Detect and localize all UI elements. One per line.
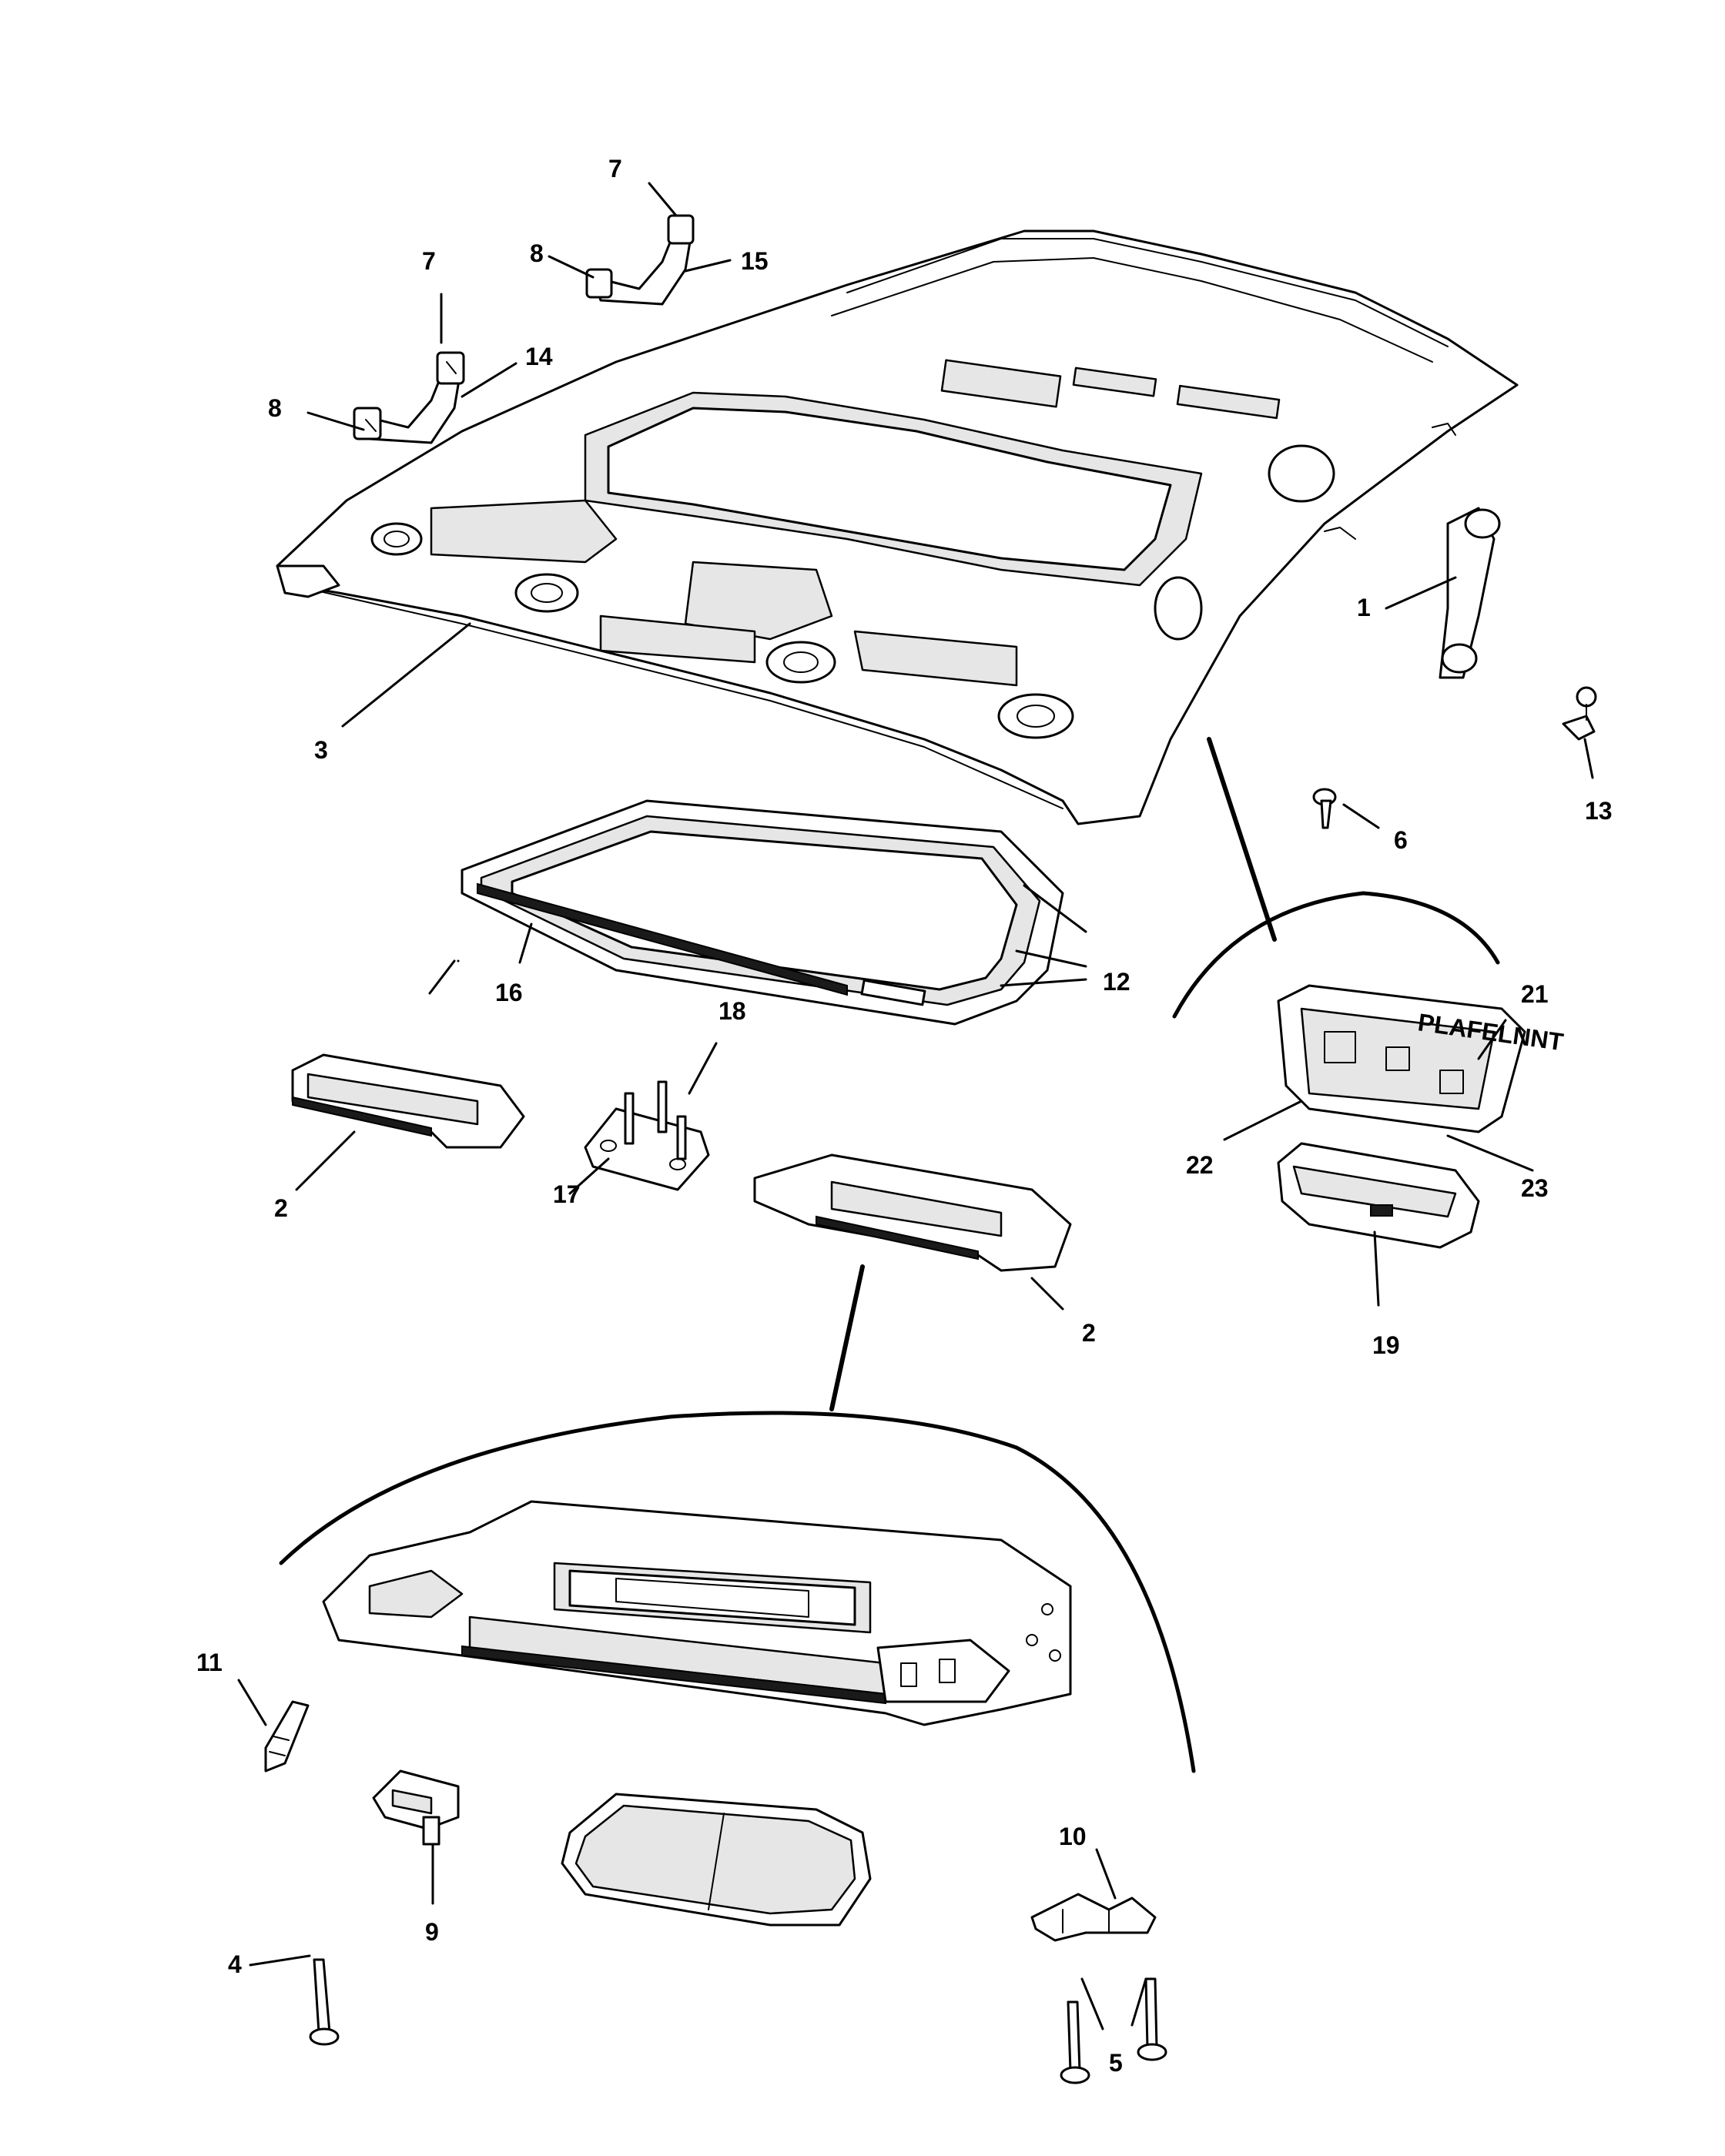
callout-2-left: 2 xyxy=(274,1194,288,1222)
dome-lamp-lens xyxy=(1277,1142,1480,1249)
assist-handle-left xyxy=(353,351,465,444)
callout-8-left: 8 xyxy=(268,394,282,422)
callout-1: 1 xyxy=(1357,594,1371,621)
callout-5: 5 xyxy=(1109,2049,1123,2077)
callout-21: 21 xyxy=(1521,980,1549,1008)
vanity-mirror-cover xyxy=(561,1793,872,1927)
screw-5b xyxy=(1137,1977,1167,2061)
callout-9: 9 xyxy=(425,1918,439,1946)
callout-16: 16 xyxy=(495,979,523,1006)
push-pin-13 xyxy=(1562,686,1597,741)
callout-2-right: 2 xyxy=(1082,1319,1096,1347)
sun-visor-left xyxy=(291,1053,525,1149)
visor-mount-9 xyxy=(372,1769,460,1846)
sunroof-trim-frame xyxy=(461,799,1064,1026)
assist-handle-right xyxy=(585,214,695,306)
callout-18: 18 xyxy=(718,997,746,1025)
callout-14: 14 xyxy=(525,343,553,370)
callout-6: 6 xyxy=(1394,826,1408,854)
detail-arc-dome-lamp xyxy=(1172,891,1500,1019)
callout-23: 23 xyxy=(1521,1174,1549,1202)
callout-7-left: 7 xyxy=(422,247,436,275)
callout-4: 4 xyxy=(228,1950,242,1978)
screw-5a xyxy=(1060,2000,1090,2084)
leader-lines xyxy=(237,182,1594,2030)
callout-labels: 1 2 2 3 4 5 6 7 7 8 8 9 10 11 12 13 14 1… xyxy=(196,155,1613,2077)
callout-19: 19 xyxy=(1372,1331,1400,1359)
stud-18 xyxy=(624,1080,687,1160)
headliner-panel xyxy=(276,229,1519,825)
detail-leader-dome-lamp xyxy=(1207,737,1277,942)
retainer-clip-1 xyxy=(1439,507,1501,679)
clip-10 xyxy=(1030,1893,1157,1942)
callout-22: 22 xyxy=(1186,1151,1214,1179)
callout-8-right: 8 xyxy=(530,239,544,267)
detail-arc-visor xyxy=(279,1411,1196,1773)
callout-7-right: 7 xyxy=(608,155,622,182)
callout-15: 15 xyxy=(741,247,769,275)
sun-visor-detail xyxy=(322,1500,1072,1726)
clip-11 xyxy=(264,1700,310,1773)
sun-visor-right xyxy=(753,1153,1072,1272)
callout-13: 13 xyxy=(1585,797,1613,825)
callout-10: 10 xyxy=(1059,1823,1087,1850)
detail-leader-visor xyxy=(829,1264,865,1411)
callout-3: 3 xyxy=(314,736,328,764)
bracket-17 xyxy=(584,1107,710,1191)
callout-11: 11 xyxy=(196,1649,223,1676)
callout-17: 17 xyxy=(553,1180,581,1208)
callout-12: 12 xyxy=(1103,968,1130,996)
screw-6 xyxy=(1312,788,1337,829)
screw-4 xyxy=(309,1958,340,2046)
